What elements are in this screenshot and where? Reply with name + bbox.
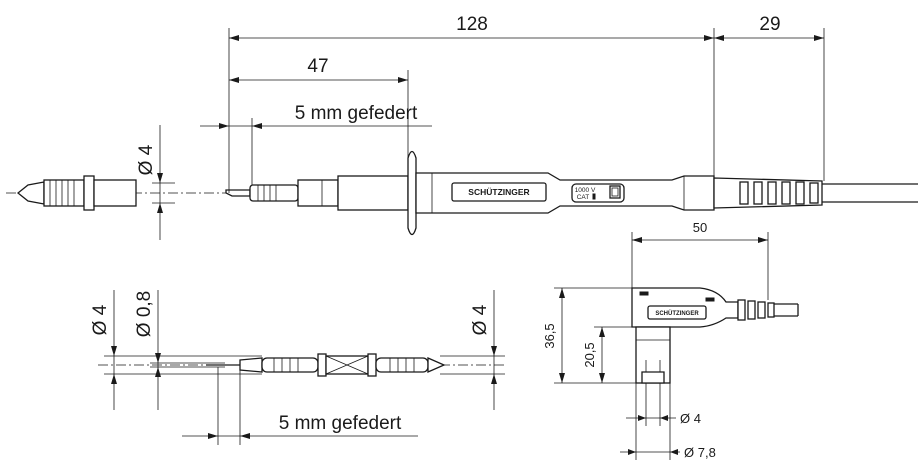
overall-length-dimension: 128 — [229, 14, 714, 41]
tip-depth-dimension: 47 — [229, 56, 408, 83]
angled-strain-relief — [737, 299, 799, 321]
rating-category: CAT — [577, 194, 590, 201]
angled-brand-logo: SCHÜTZINGER — [655, 310, 699, 317]
tip-diameter-label: Ø 4 — [136, 144, 157, 175]
cable-end-dimension: 29 — [714, 14, 824, 41]
brand-logo: SCHÜTZINGER — [468, 187, 529, 197]
protective-cap — [16, 175, 137, 211]
angled-pin-diameter-dimension: Ø 4 — [626, 411, 701, 426]
strain-relief — [713, 177, 823, 209]
adapter-pin-diameter-dimension: Ø 0,8 — [134, 290, 161, 410]
adapter-left-diameter-dimension: Ø 4 — [90, 290, 117, 410]
probe-handle: SCHÜTZINGER 1000 V CAT — [415, 172, 715, 214]
spring-travel-label: 5 mm gefedert — [295, 103, 418, 124]
angled-pin-height-dimension: 20,5 — [582, 327, 605, 383]
tip-diameter-dimension: Ø 4 — [136, 125, 175, 240]
angled-width-dimension: 50 — [632, 220, 768, 243]
tip-sleeve — [249, 175, 409, 211]
probe-top-view: Ø 4 SCHÜTZINGER 1000 V CAT — [6, 14, 918, 240]
angled-pin-height-label: 20,5 — [582, 342, 597, 367]
angled-total-height-label: 36,5 — [542, 323, 557, 348]
adapter-body — [206, 353, 446, 377]
angled-outer-diameter-label: Ø 7,8 — [684, 445, 716, 460]
adapter-right-diameter-label: Ø 4 — [470, 304, 491, 335]
tip-depth-label: 47 — [307, 56, 328, 77]
adapter-spring-travel-dimension: 5 mm gefedert — [182, 413, 418, 439]
angled-total-height-dimension: 36,5 — [542, 288, 565, 383]
brand-plate — [451, 182, 547, 202]
angled-plug-pin — [635, 326, 671, 384]
angled-plug-view: 50 SCHÜTZINGER — [542, 220, 799, 460]
adapter-view: Ø 4 Ø 0,8 Ø 4 — [90, 290, 505, 445]
angled-pin-diameter-label: Ø 4 — [680, 411, 701, 426]
spring-travel-dimension: 5 mm gefedert — [200, 103, 432, 129]
overall-length-label: 128 — [456, 14, 488, 35]
cable-end-label: 29 — [759, 14, 780, 35]
adapter-spring-travel-label: 5 mm gefedert — [279, 413, 402, 434]
adapter-pin-diameter-label: Ø 0,8 — [134, 291, 155, 337]
adapter-left-diameter-label: Ø 4 — [90, 304, 111, 335]
probe-needle — [225, 189, 251, 197]
angled-brand-plate — [647, 305, 707, 320]
finger-guard — [407, 150, 417, 236]
angled-width-label: 50 — [693, 220, 707, 235]
angled-outer-diameter-dimension: Ø 7,8 — [620, 445, 716, 460]
angled-housing: SCHÜTZINGER — [631, 287, 739, 328]
adapter-right-diameter-dimension: Ø 4 — [470, 290, 497, 410]
rating-voltage: 1000 V — [575, 187, 596, 194]
